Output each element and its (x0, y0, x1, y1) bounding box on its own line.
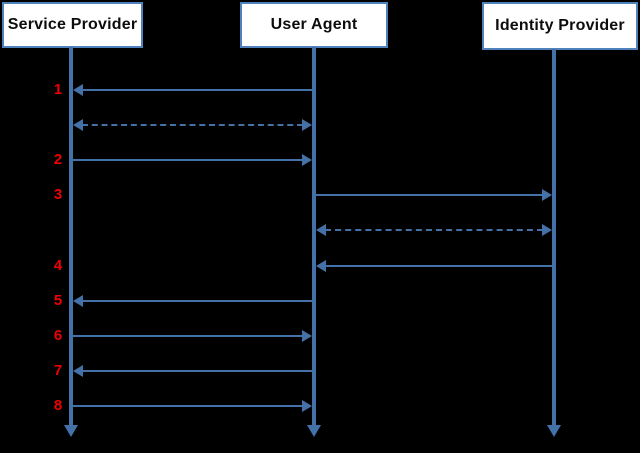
message-number-6: 6 (53, 327, 63, 344)
arrowhead-right-icon (302, 330, 312, 342)
lifeline-arrowhead-service-provider (64, 425, 78, 437)
message-arrow-2 (73, 154, 312, 166)
dashed-message-line (325, 229, 543, 231)
actor-box-service-provider: Service Provider (2, 2, 143, 48)
arrowhead-right-icon (302, 119, 312, 131)
arrowhead-right-icon (302, 400, 312, 412)
solid-message-line (73, 335, 303, 337)
solid-message-line (325, 265, 552, 267)
message-arrow-4 (316, 260, 552, 272)
arrowhead-left-icon (73, 119, 83, 131)
arrowhead-left-icon (316, 260, 326, 272)
actor-box-identity-provider: Identity Provider (482, 2, 638, 50)
message-arrow-dashed-4 (316, 224, 552, 236)
arrowhead-left-icon (73, 365, 83, 377)
message-arrow-1 (73, 84, 312, 96)
message-number-7: 7 (53, 362, 63, 379)
arrowhead-right-icon (302, 154, 312, 166)
arrowhead-left-icon (316, 224, 326, 236)
solid-message-line (82, 370, 312, 372)
actor-label-identity-provider: Identity Provider (495, 17, 625, 34)
lifeline-identity-provider (552, 49, 556, 425)
message-number-8: 8 (53, 397, 63, 414)
message-arrow-5 (73, 295, 312, 307)
lifeline-user-agent (312, 47, 316, 425)
message-arrow-6 (73, 330, 312, 342)
message-number-1: 1 (53, 81, 63, 98)
message-number-2: 2 (53, 151, 63, 168)
message-arrow-7 (73, 365, 312, 377)
arrowhead-right-icon (542, 224, 552, 236)
message-number-3: 3 (53, 186, 63, 203)
message-arrow-dashed-1 (73, 119, 312, 131)
message-number-4: 4 (53, 257, 63, 274)
message-number-5: 5 (53, 292, 63, 309)
actor-label-service-provider: Service Provider (7, 16, 138, 33)
solid-message-line (73, 159, 303, 161)
dashed-message-line (82, 124, 303, 126)
lifeline-arrowhead-identity-provider (547, 425, 561, 437)
solid-message-line (82, 89, 312, 91)
arrowhead-left-icon (73, 295, 83, 307)
lifeline-arrowhead-user-agent (307, 425, 321, 437)
actor-label-user-agent: User Agent (270, 16, 358, 33)
arrowhead-right-icon (542, 189, 552, 201)
solid-message-line (82, 300, 312, 302)
solid-message-line (316, 194, 543, 196)
solid-message-line (73, 405, 303, 407)
message-arrow-3 (316, 189, 552, 201)
arrowhead-left-icon (73, 84, 83, 96)
lifeline-service-provider (69, 47, 73, 425)
message-arrow-8 (73, 400, 312, 412)
